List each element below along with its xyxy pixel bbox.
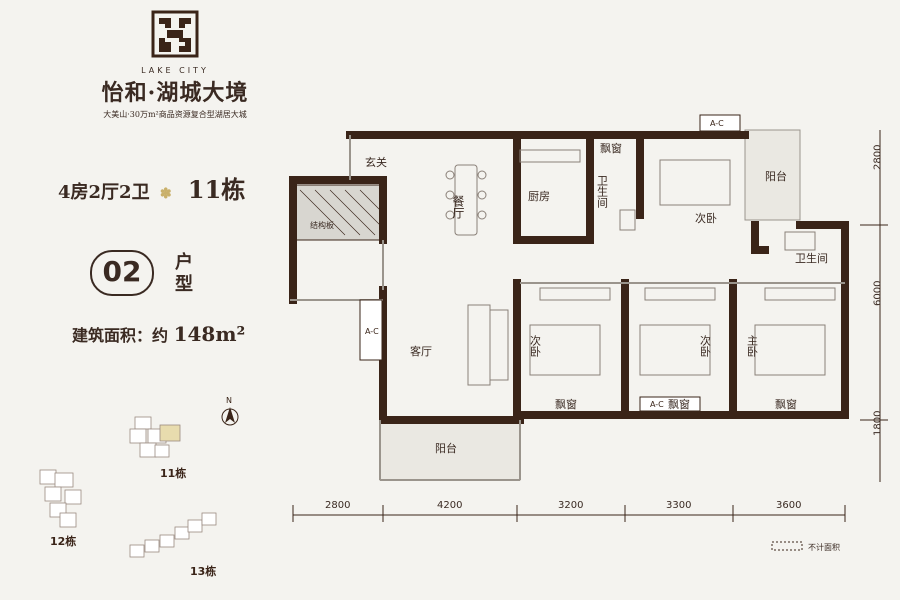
ac-unit-left: [359, 299, 383, 361]
unit-type-label: 户型: [175, 252, 193, 295]
room-balcony-top: 阳台: [765, 169, 787, 183]
structure-slab: [292, 184, 384, 241]
dim-bottom-5: 3600: [776, 500, 801, 511]
dim-bottom-3: 3200: [558, 500, 583, 511]
unit-type-number: 02: [90, 250, 154, 296]
balcony-bottom: [379, 419, 521, 481]
room-bedroom-3: 次卧: [699, 334, 712, 357]
flower-icon: ✽: [159, 186, 172, 202]
key-plan: N 11栋 12栋 13栋: [39, 396, 239, 578]
dim-right-1: 2800: [873, 145, 884, 170]
brand-block: LAKE CITY 怡和·湖城大境 大美山·30万m²商品资源复合型湖居大城: [60, 10, 290, 120]
room-bath-1: 卫生间: [596, 175, 609, 209]
room-bedroom-top: 次卧: [695, 211, 717, 225]
ac-label-bottom: A-C: [650, 400, 664, 409]
building-12-label: 12栋: [50, 534, 76, 548]
walls: [289, 131, 849, 424]
area-value: 148m²: [173, 322, 246, 346]
dim-bottom-1: 2800: [325, 500, 350, 511]
logo-icon: [151, 10, 199, 58]
area-label: 建筑面积：约: [72, 326, 169, 345]
bay-window-3: 飘窗: [668, 397, 690, 411]
building-11-label: 11栋: [160, 466, 186, 480]
building-label: 11栋: [187, 175, 246, 204]
project-title: 怡和·湖城大境: [101, 80, 249, 106]
dim-bottom-2: 4200: [437, 500, 462, 511]
north-label: N: [226, 396, 232, 405]
dim-right-3: 1800: [873, 411, 884, 436]
legend-label: 不计面积: [808, 542, 840, 552]
building-13-label: 13栋: [190, 564, 216, 578]
north-arrow-icon: [221, 407, 239, 426]
room-bedroom-2: 次卧: [529, 334, 542, 357]
dimension-right: [860, 130, 888, 482]
dim-bottom-4: 3300: [666, 500, 691, 511]
room-dining: 餐厅: [451, 194, 465, 219]
room-entry: 玄关: [365, 155, 387, 169]
room-balcony-bottom: 阳台: [435, 441, 457, 455]
bay-window-2: 飘窗: [555, 397, 577, 411]
ac-unit-top: [699, 114, 741, 132]
room-master: 主卧: [746, 335, 759, 357]
unit-config: 4房2厅2卫 ✽ 11栋: [58, 170, 245, 205]
balcony-top: [744, 129, 801, 221]
bay-window-1: 飘窗: [600, 141, 622, 155]
ac-unit-bottom: [639, 396, 701, 412]
room-kitchen: 厨房: [528, 190, 550, 203]
room-config: 4房2厅2卫: [58, 182, 150, 203]
structure-label: 结构板: [310, 220, 334, 230]
legend-swatch: [771, 541, 803, 551]
area-line: 建筑面积：约 148m²: [72, 322, 245, 346]
logo-text: LAKE CITY: [141, 66, 209, 75]
dimension-bottom: [292, 505, 846, 522]
room-bath-2: 卫生间: [795, 251, 828, 265]
dim-right-2: 6000: [873, 281, 884, 306]
furniture: [445, 149, 836, 386]
ac-label-left: A-C: [365, 327, 379, 336]
bay-window-4: 飘窗: [775, 397, 797, 411]
project-subtitle: 大美山·30万m²商品资源复合型湖居大城: [103, 110, 247, 119]
room-living: 客厅: [410, 344, 432, 358]
ac-label-top: A-C: [710, 119, 724, 128]
